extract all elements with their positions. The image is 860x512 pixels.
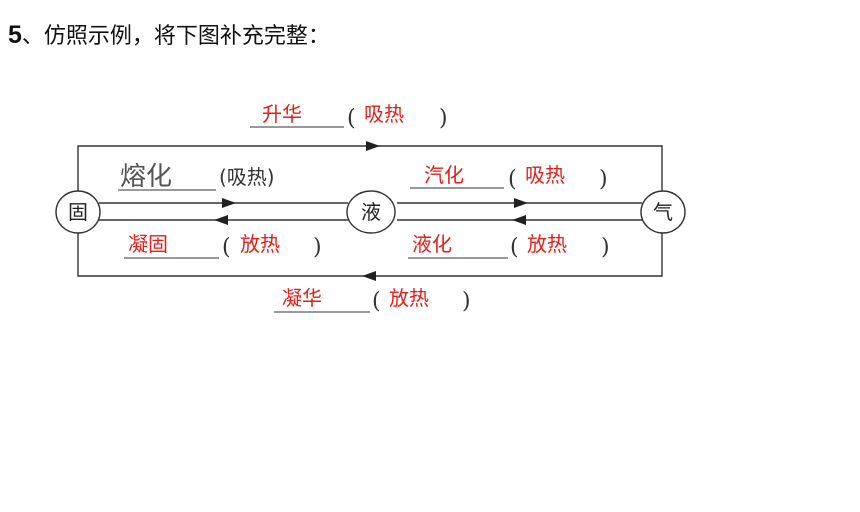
question-number: 5 <box>8 21 22 49</box>
bottom-paren-open: ( <box>372 289 381 314</box>
liquefaction-paren-close: ) <box>601 235 610 260</box>
vaporization-heat-answer: 吸热 <box>525 163 565 187</box>
top-process-answer: 升华 <box>262 102 302 126</box>
top-paren-open: ( <box>347 106 356 131</box>
bottom-arrow-head <box>362 271 376 281</box>
solidification-paren-close: ) <box>313 235 322 260</box>
bottom-process-answer: 凝华 <box>282 286 322 310</box>
solidification-heat-answer: 放热 <box>240 232 280 256</box>
gas-node-label: 气 <box>653 200 673 224</box>
example-heat: (吸热) <box>219 165 275 189</box>
top-paren-close: ) <box>439 106 448 131</box>
vaporization-paren-open: ( <box>508 167 517 192</box>
solid-node-circle <box>55 190 101 234</box>
vaporization-paren-close: ) <box>599 167 608 192</box>
liquefaction-paren-open: ( <box>510 235 519 260</box>
liquefaction-heat-answer: 放热 <box>527 232 567 256</box>
top-arrow-head <box>366 141 380 151</box>
liquid-node-circle <box>346 190 396 234</box>
solid-node-label: 固 <box>68 200 88 224</box>
bottom-paren-close: ) <box>462 289 471 314</box>
gas-node-circle <box>640 190 686 234</box>
liquid-node-label: 液 <box>361 200 381 224</box>
example-process: 熔化 <box>120 162 172 192</box>
solidification-process-answer: 凝固 <box>128 232 168 256</box>
question-text: 、仿照示例，将下图补充完整： <box>21 24 330 49</box>
gas-to-liquid-arrow-head <box>512 215 526 225</box>
liquefaction-process-answer: 液化 <box>412 232 452 256</box>
question-title: 5、仿照示例，将下图补充完整： <box>8 18 330 50</box>
solidification-paren-open: ( <box>222 235 231 260</box>
vaporization-process-answer: 汽化 <box>424 163 464 187</box>
liquid-to-gas-arrow-head <box>514 198 528 208</box>
bottom-heat-answer: 放热 <box>389 286 429 310</box>
liquid-to-solid-arrow-head <box>214 215 228 225</box>
top-heat-answer: 吸热 <box>364 102 404 126</box>
solid-to-liquid-arrow-head <box>222 198 236 208</box>
